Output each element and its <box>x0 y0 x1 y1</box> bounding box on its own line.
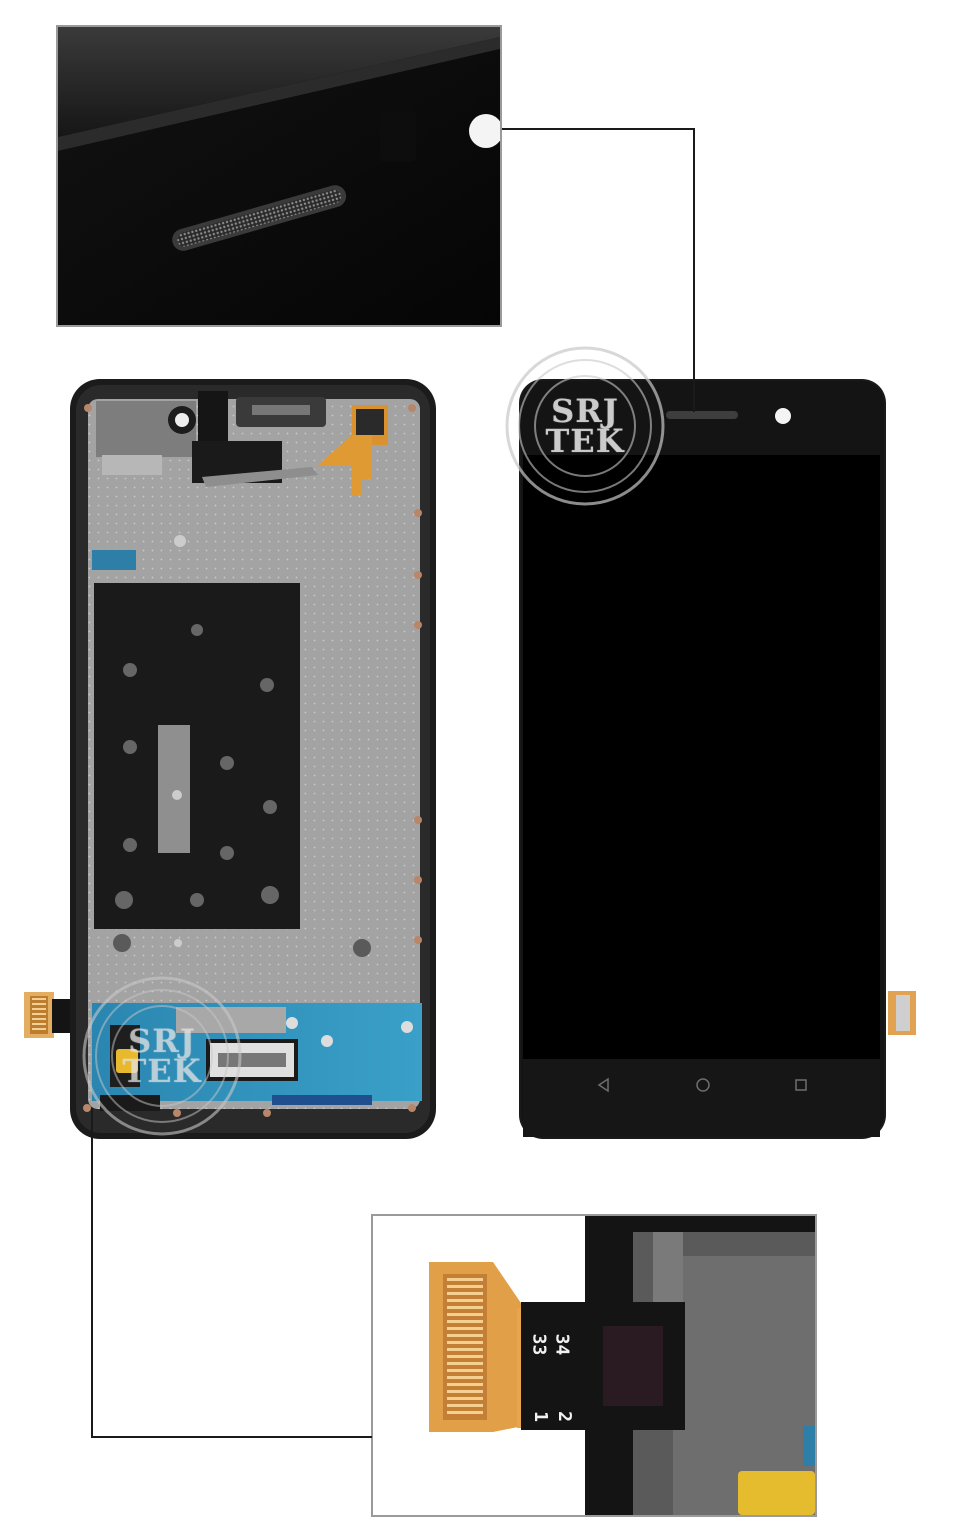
earpiece-zoom-image <box>58 27 500 325</box>
leader-line-top-h <box>502 128 695 130</box>
nav-home-icon <box>695 1077 711 1093</box>
earpiece-zoom-panel <box>56 25 502 327</box>
leader-line-bottom-h <box>91 1436 372 1438</box>
phone-back-frame <box>22 375 442 1143</box>
pin-label-1: 1 <box>529 1411 551 1422</box>
pin-label-33: 33 <box>528 1333 550 1356</box>
leader-line-bottom-v <box>91 1108 93 1438</box>
connector-zoom-image <box>373 1216 815 1515</box>
leader-line-top-v <box>693 128 695 412</box>
phone-front-screen <box>516 375 916 1143</box>
nav-back-icon <box>596 1077 612 1093</box>
midframe-image <box>24 379 436 1139</box>
front-display-image <box>519 379 916 1139</box>
connector-zoom-panel: 34 33 2 1 <box>371 1214 817 1517</box>
pin-label-2: 2 <box>553 1411 575 1422</box>
nav-recent-icon <box>793 1077 809 1093</box>
pin-label-34: 34 <box>551 1333 573 1356</box>
